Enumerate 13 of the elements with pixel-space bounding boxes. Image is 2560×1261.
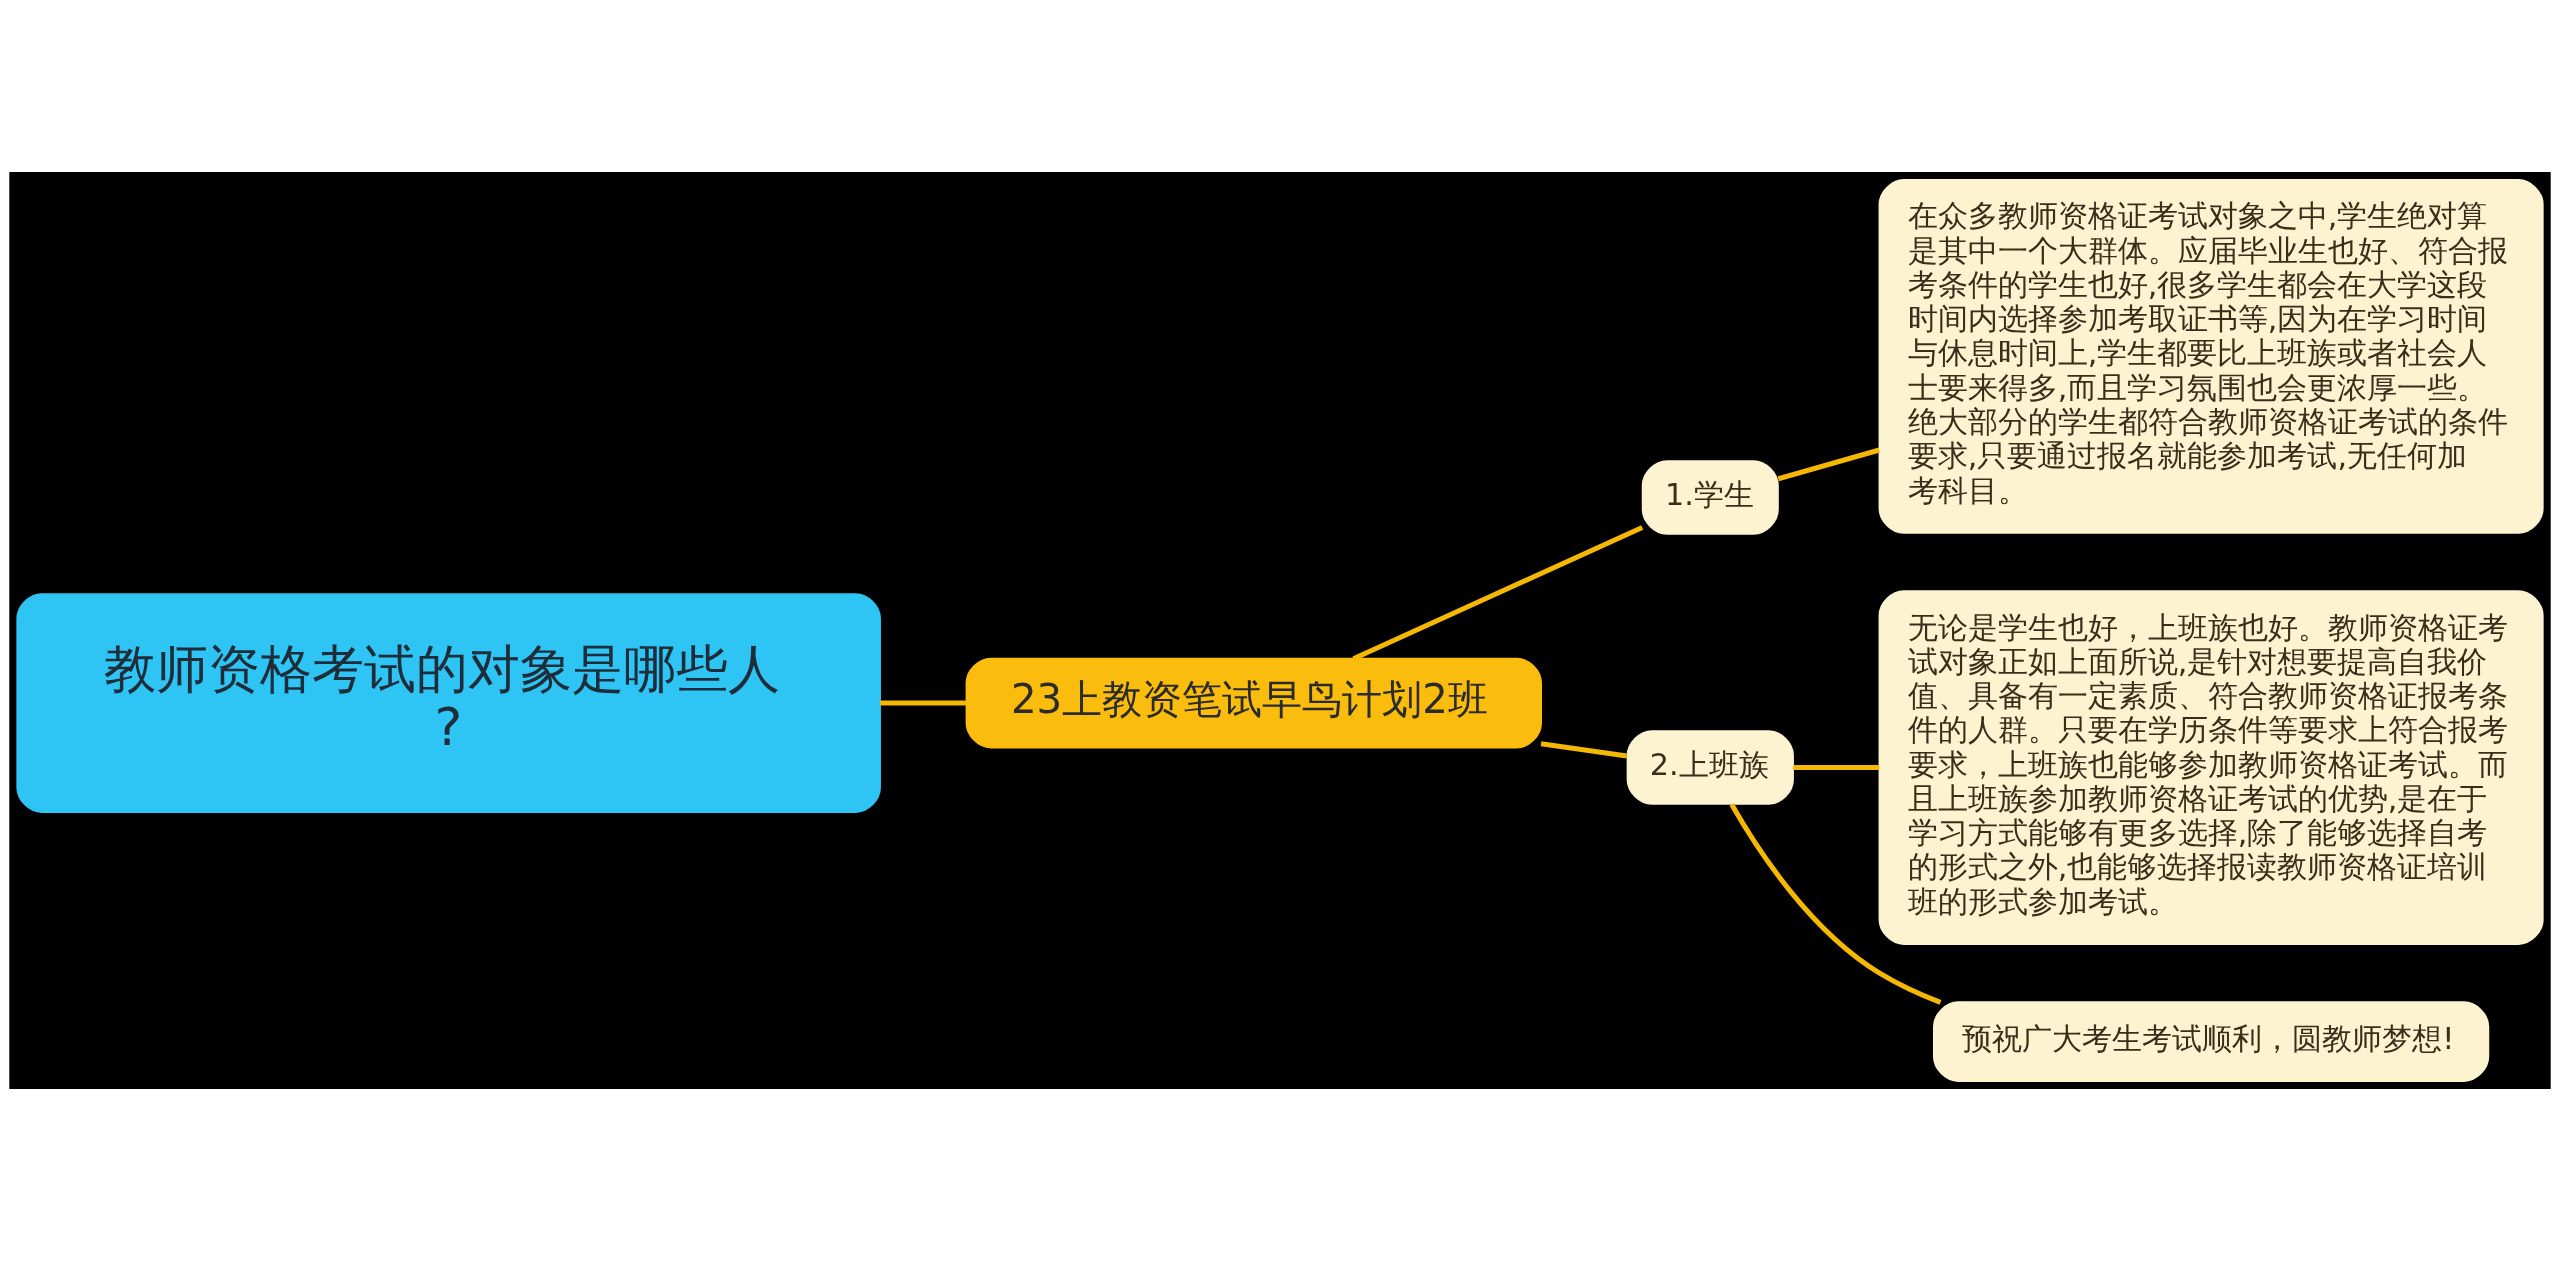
- node-box: 预祝广大考生考试顺利，圆教师梦想!: [1933, 1001, 2490, 1082]
- connector: [1777, 447, 1881, 482]
- node-box: 无论是学生也好，上班族也好。教师资格证考试对象正如上面所说,是针对想要提高自我价值、具备有一定素质、符合教师资格证报考条件的人群。只要在学历条件等要求上符合报考要求，上班族也能够参加教师资格证考试。而且上班族参加教师资格证考试的优势,是在于学习方式能够有更多选择,除了能够选择自考的形式之外,也能够选择报读教师资格证培训班的形式参加考试。: [1878, 590, 2544, 945]
- node-box: 在众多教师资格证考试对象之中,学生绝对算是其中一个大群体。应届毕业生也好、符合报考条件的学生也好,很多学生都会在大学这段时间内选择参加考取证书等,因为在学习时间与休息时间上,学生都要比上班族或者社会人士要来得多,而且学习氛围也会更浓厚一些。绝大部分的学生都符合教师资格证考试的条件要求,只要通过报名就能参加考试,无任何加考科目。: [1878, 179, 2544, 534]
- connector: [1352, 525, 1644, 661]
- connector: [1729, 803, 1942, 1005]
- node-box: 2.上班族: [1626, 730, 1794, 805]
- node-box: 1.学生: [1641, 460, 1779, 535]
- node-box: 教师资格考试的对象是哪些人?: [16, 593, 881, 813]
- connector: [1540, 741, 1628, 759]
- connector: [879, 700, 967, 706]
- connector: [1793, 765, 1880, 771]
- node-box: 23上教资笔试早鸟计划2班: [965, 657, 1542, 749]
